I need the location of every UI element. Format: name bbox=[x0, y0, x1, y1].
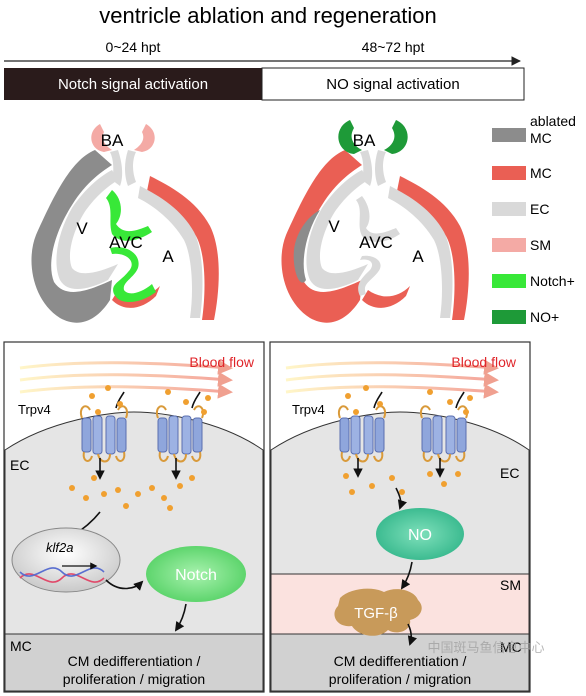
ec-ventricle-left bbox=[56, 170, 118, 290]
mc-label-left: MC bbox=[10, 638, 32, 654]
legend-swatch-2 bbox=[492, 202, 526, 216]
legend-swatch-0 bbox=[492, 128, 526, 142]
legend-label-5: NO+ bbox=[530, 309, 559, 325]
ablated-mc-right bbox=[293, 210, 320, 283]
left-time-label: 0~24 hpt bbox=[106, 39, 161, 55]
mc-label-right: MC bbox=[500, 639, 522, 655]
no-node bbox=[376, 508, 464, 560]
left-mechanism-panel: Blood flow Trpv4 EC klf2a Notch MC CM de… bbox=[3, 341, 265, 693]
label-a-right: A bbox=[412, 247, 424, 266]
legend-label-0a: ablated bbox=[530, 113, 576, 129]
ec-avc-right-lower bbox=[358, 255, 381, 296]
watermark: 中国斑马鱼信息中心 bbox=[427, 640, 544, 655]
no-phase-bar bbox=[261, 67, 525, 101]
notch-node bbox=[146, 546, 246, 602]
nucleus bbox=[11, 527, 121, 593]
notch-phase-bar bbox=[4, 68, 262, 100]
legend-swatch-3 bbox=[492, 238, 526, 252]
ec-ba-right-b bbox=[375, 150, 386, 186]
legend-label-2: EC bbox=[530, 201, 549, 217]
label-avc-left: AVC bbox=[109, 233, 143, 252]
sm-label-right: SM bbox=[500, 577, 521, 593]
blood-flow-label-right: Blood flow bbox=[451, 354, 516, 370]
ec-label-left: EC bbox=[10, 457, 29, 473]
no-label: NO bbox=[408, 527, 432, 544]
label-v-right: V bbox=[328, 217, 340, 236]
tgf-beta-node bbox=[334, 588, 422, 636]
no-ba-right-b bbox=[384, 120, 408, 154]
legend: ablated MC MC EC SM Notch+ NO+ bbox=[492, 113, 576, 325]
ec-label-right: EC bbox=[500, 465, 519, 481]
ec-ba-left-b bbox=[125, 150, 136, 186]
outcome-right-line1: CM dedifferentiation / bbox=[334, 653, 467, 669]
ion-dots-right bbox=[343, 385, 473, 495]
right-mechanism-panel: Blood flow Trpv4 EC NO SM TGF-β MC CM de… bbox=[269, 341, 531, 693]
ec-atrium-right bbox=[388, 186, 453, 318]
figure-title: ventricle ablation and regeneration bbox=[99, 3, 437, 28]
no-phase-label: NO signal activation bbox=[326, 76, 459, 93]
no-ba-right-a bbox=[338, 120, 362, 154]
trpv4-label-right: Trpv4 bbox=[292, 402, 325, 417]
ion-dots-left bbox=[69, 385, 211, 511]
legend-swatch-4 bbox=[492, 274, 526, 288]
sm-ba-left-b bbox=[134, 124, 155, 152]
ec-ba-left-a bbox=[110, 150, 123, 186]
heart-left: BA V AVC A bbox=[31, 124, 219, 323]
legend-swatch-5 bbox=[492, 310, 526, 324]
heart-right: BA V AVC A bbox=[281, 120, 469, 323]
mc-atrium-right bbox=[396, 176, 469, 320]
outcome-right-line2: proliferation / migration bbox=[329, 671, 471, 687]
trpv4-label-left: Trpv4 bbox=[18, 402, 51, 417]
ec-ventricle-right bbox=[306, 170, 368, 290]
label-ba-right: BA bbox=[353, 131, 376, 150]
label-v-left: V bbox=[76, 219, 88, 238]
label-avc-right: AVC bbox=[359, 233, 393, 252]
notch-avc-lower bbox=[110, 247, 156, 303]
outcome-left-line1: CM dedifferentiation / bbox=[68, 653, 201, 669]
klf2a-label: klf2a bbox=[46, 540, 73, 555]
notch-avc-upper bbox=[106, 190, 152, 241]
notch-label: Notch bbox=[175, 567, 217, 584]
tgf-beta-label: TGF-β bbox=[354, 605, 398, 622]
mc-atrium-left bbox=[146, 176, 219, 320]
label-ba-left: BA bbox=[101, 131, 124, 150]
legend-label-3: SM bbox=[530, 237, 551, 253]
ec-ba-right-a bbox=[360, 150, 373, 186]
ablated-mc-left bbox=[31, 150, 113, 323]
right-time-label: 48~72 hpt bbox=[362, 39, 425, 55]
sm-ba-left-a bbox=[91, 124, 112, 152]
mc-avc-right bbox=[362, 286, 410, 308]
label-a-left: A bbox=[162, 247, 174, 266]
ec-atrium-left bbox=[138, 186, 203, 318]
legend-label-4: Notch+ bbox=[530, 273, 575, 289]
legend-swatch-1 bbox=[492, 166, 526, 180]
legend-label-0b: MC bbox=[530, 130, 552, 146]
legend-label-1: MC bbox=[530, 165, 552, 181]
notch-phase-label: Notch signal activation bbox=[58, 76, 208, 93]
ec-avc-right-upper bbox=[356, 196, 400, 242]
blood-flow-label-left: Blood flow bbox=[189, 354, 254, 370]
outcome-left-line2: proliferation / migration bbox=[63, 671, 205, 687]
